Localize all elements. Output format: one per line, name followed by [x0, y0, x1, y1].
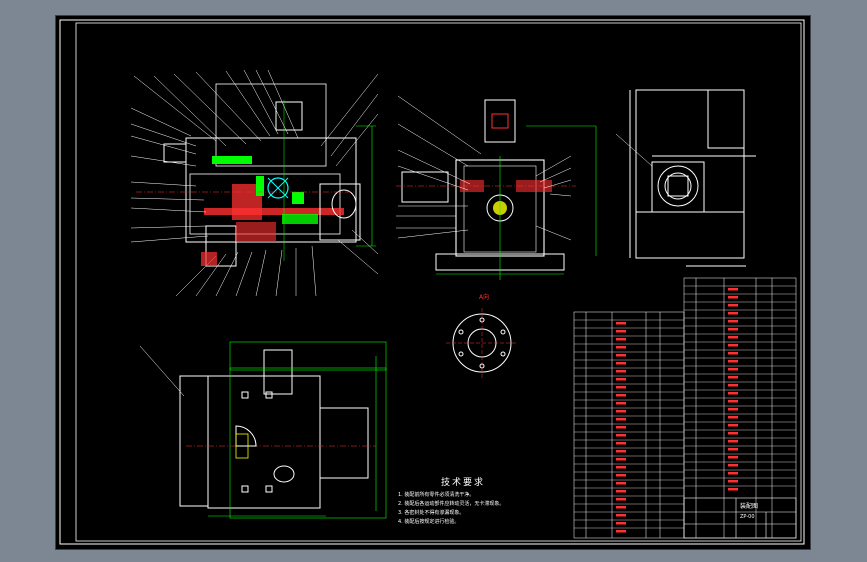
table-row-marker — [616, 370, 626, 373]
right-view — [615, 89, 756, 267]
table-row-marker — [728, 440, 738, 443]
table-row-marker — [728, 424, 738, 427]
table-row-marker — [616, 434, 626, 437]
tech-requirements-title: 技术要求 — [441, 478, 486, 488]
table-row-marker — [728, 288, 738, 291]
side-section-view — [396, 95, 597, 280]
main-section-view — [130, 69, 379, 297]
table-row-marker — [728, 304, 738, 307]
table-row-marker — [728, 464, 738, 467]
table-row-marker — [616, 322, 626, 325]
parts-list — [573, 277, 797, 539]
table-row-marker — [616, 498, 626, 501]
table-row-marker — [728, 416, 738, 419]
table-row-marker — [728, 368, 738, 371]
tech-requirement-3: 3. 各密封处不得有渗漏现象。 — [398, 510, 465, 516]
table-row-marker — [616, 362, 626, 365]
table-row-marker — [728, 352, 738, 355]
table-row-marker — [616, 466, 626, 469]
table-row-marker — [728, 400, 738, 403]
table-row-marker — [728, 312, 738, 315]
section-label: A向 — [479, 294, 490, 301]
table-row-marker — [728, 320, 738, 323]
tech-requirement-1: 1. 装配前所有零件必须清洗干净。 — [398, 492, 475, 498]
table-row-marker — [616, 402, 626, 405]
table-row-marker — [616, 338, 626, 341]
table-row-marker — [616, 490, 626, 493]
tech-requirement-4: 4. 装配后按规定进行检验。 — [398, 519, 460, 525]
table-row-marker — [728, 408, 738, 411]
table-row-marker — [728, 296, 738, 299]
table-row-marker — [616, 474, 626, 477]
table-row-marker — [616, 426, 626, 429]
table-row-marker — [616, 522, 626, 525]
table-row-marker — [616, 418, 626, 421]
table-row-marker — [616, 442, 626, 445]
table-row-marker — [728, 432, 738, 435]
outer-border — [59, 19, 805, 545]
flange-view — [446, 308, 518, 378]
tech-requirement-2: 2. 装配后各运动部件应转动灵活，无卡滞现象。 — [398, 501, 505, 507]
table-row-marker — [616, 482, 626, 485]
table-row-marker — [616, 514, 626, 517]
table-row-marker — [728, 472, 738, 475]
title-block-name: 装配图 — [740, 503, 759, 510]
table-row-marker — [616, 410, 626, 413]
table-row-marker — [728, 480, 738, 483]
table-row-marker — [616, 330, 626, 333]
table-row-marker — [616, 450, 626, 453]
table-row-marker — [616, 530, 626, 533]
table-row-marker — [616, 354, 626, 357]
table-row-marker — [728, 392, 738, 395]
table-row-marker — [616, 394, 626, 397]
cad-drawing — [59, 19, 805, 545]
table-row-marker — [616, 386, 626, 389]
table-row-marker — [616, 506, 626, 509]
title-block-drawing-no: ZP-00 — [740, 514, 755, 520]
plan-view — [139, 341, 387, 519]
table-row-marker — [616, 458, 626, 461]
table-row-marker — [728, 488, 738, 491]
table-row-marker — [728, 384, 738, 387]
table-row-marker — [728, 448, 738, 451]
table-row-marker — [616, 378, 626, 381]
parts-list-rows — [574, 285, 796, 533]
table-row-marker — [728, 328, 738, 331]
title-block — [683, 497, 797, 539]
table-row-marker — [728, 360, 738, 363]
table-row-marker — [728, 376, 738, 379]
table-row-marker — [728, 456, 738, 459]
inner-border — [75, 22, 802, 542]
table-row-marker — [616, 346, 626, 349]
drawing-sheet: A向 技术要求 1. 装配前所有零件必须清洗干净。 2. 装配后各运动部件应转动… — [56, 16, 810, 549]
table-row-marker — [728, 344, 738, 347]
table-row-marker — [728, 336, 738, 339]
